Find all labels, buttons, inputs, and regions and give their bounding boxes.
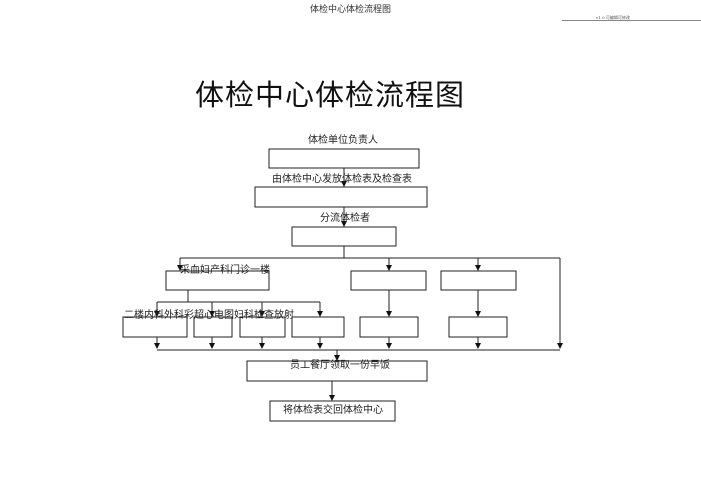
label-distribute-forms: 由体检中心发放体检表及检查表 — [272, 174, 412, 185]
header-rule — [562, 20, 701, 21]
box-distribute-forms — [254, 186, 428, 208]
label-branch-2f: 二楼内科外科彩超心电图妇科检查放射 — [124, 310, 294, 321]
box-2f-d — [291, 316, 345, 338]
box-2f-b — [193, 316, 233, 338]
label-return: 将体检表交回体检中心 — [283, 405, 383, 416]
page-title: 体检中心体检流程图 — [194, 78, 465, 112]
box-branch-right — [440, 270, 517, 291]
header-small-note: v1.0 可编辑可修改 — [596, 15, 630, 20]
label-branch-1f: 采血妇产科门诊一楼 — [180, 265, 270, 276]
box-mid-lower — [359, 316, 419, 338]
box-branch-mid — [350, 270, 427, 291]
document-header-title: 体检中心体检流程图 — [309, 5, 391, 15]
box-return — [269, 400, 396, 422]
box-branch-1f — [165, 270, 270, 291]
label-triage: 分流体检者 — [320, 213, 370, 224]
box-meal — [246, 360, 428, 382]
box-triage — [291, 226, 397, 247]
box-right-lower — [448, 316, 508, 338]
box-2f-a — [122, 316, 188, 338]
label-unit-responsible: 体检单位负责人 — [308, 135, 378, 146]
label-meal: 员工餐厅领取一份早饭 — [290, 360, 390, 371]
box-unit-responsible — [268, 148, 420, 169]
